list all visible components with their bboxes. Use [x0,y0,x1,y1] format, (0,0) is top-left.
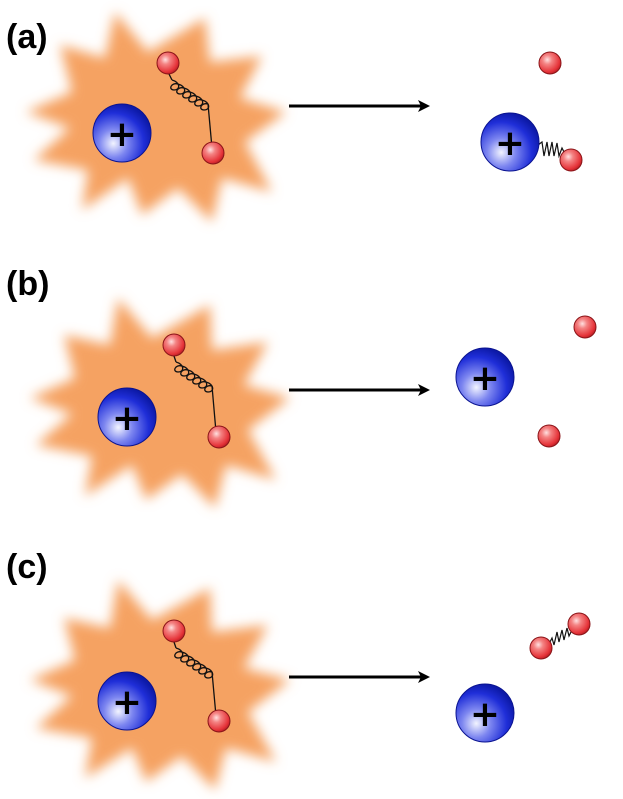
ion-charge: + [112,398,142,439]
energy-burst [26,12,286,222]
atom [207,709,231,733]
ion [455,683,515,743]
panel-c: (c) + + [6,548,591,790]
panel-label-c: (c) [6,548,48,586]
ion [97,387,157,447]
ion [480,112,540,172]
atom [538,51,562,75]
atom [162,619,186,643]
atom [529,636,553,660]
ion [455,347,515,407]
atom [567,612,591,636]
energy-burst [30,580,290,790]
panel-b: (b) + + [6,265,597,508]
ion-charge: + [470,358,500,399]
ion-charge: + [495,123,525,164]
panel-label-a: (a) [6,18,48,56]
panel-label-b: (b) [6,265,49,303]
ion-charge: + [470,694,500,735]
atom [573,315,597,339]
energy-burst [30,298,290,508]
ion [92,103,152,163]
atom [207,425,231,449]
atom [201,141,225,165]
compressed-spring [537,140,567,159]
compressed-spring [548,627,573,646]
panel-a: (a) + + [6,12,583,222]
atom [156,51,180,75]
atom [162,333,186,357]
atom [559,148,583,172]
ion-charge: + [112,682,142,723]
ion [97,671,157,731]
ion-charge: + [107,114,137,155]
atom [537,424,561,448]
